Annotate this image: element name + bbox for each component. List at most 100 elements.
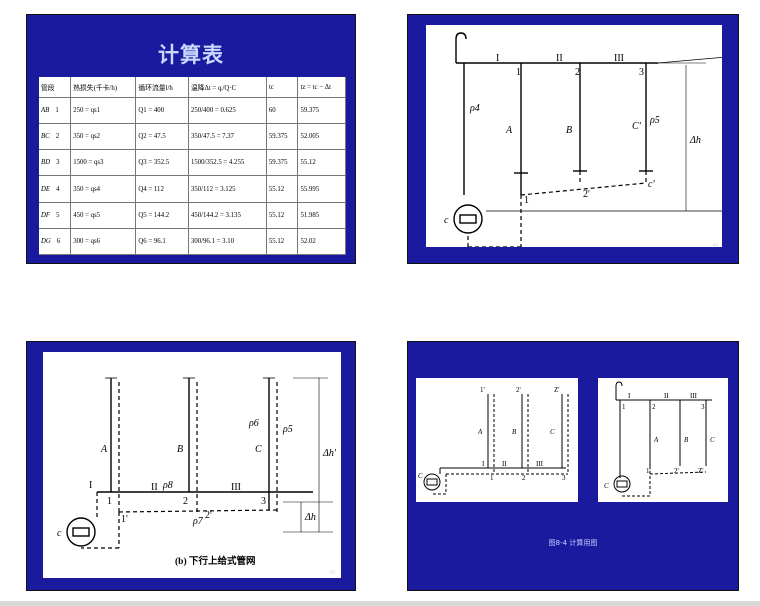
cell-tz: 59.375: [297, 97, 346, 125]
node-1: 1: [516, 67, 521, 78]
segment-number: 5: [56, 211, 60, 219]
segment-number: 1: [55, 107, 59, 115]
figure-caption: 图8-4 计算用图: [548, 539, 598, 547]
cell-temp-drop: 1500/352.5 = 4.255: [188, 149, 267, 177]
label-II: II: [556, 53, 563, 64]
slide-calculation-table[interactable]: 计算表 管段 热损失(千卡/h) 循环流量l/h 温降Δt = qᵢ/Q·C t…: [26, 14, 356, 264]
top-node-1: 1': [480, 386, 485, 394]
label-III: III: [536, 460, 544, 468]
segment-code: BC: [41, 133, 50, 141]
label-I: I: [482, 460, 485, 468]
node-2: 2: [652, 403, 656, 411]
riser-C: C: [550, 428, 555, 436]
bottom-node-1: 1': [121, 514, 128, 525]
slide-title: 计算表: [158, 43, 224, 67]
bottom-node-2: 2': [583, 189, 590, 200]
cell-flow: Q5 = 144.2: [135, 202, 189, 229]
segment-code: DF: [41, 211, 51, 219]
cell-heat-loss: 300 = qs6: [70, 228, 137, 256]
left-figure-panel: 1' 2' Z' A B C I II III 1 2 3 C: [416, 378, 578, 502]
bottom-node-1: 1: [524, 195, 529, 206]
cell-flow: Q2 = 47.5: [135, 123, 189, 151]
label-III: III: [231, 482, 241, 493]
label-II: II: [664, 392, 669, 400]
label-p5: ρ5: [649, 115, 660, 126]
boiler-label: C: [418, 472, 423, 480]
cell-tz: 51.985: [297, 202, 346, 229]
segment-code: DE: [41, 185, 51, 193]
boiler-label: c: [57, 528, 62, 539]
slide-pipe-network-lower[interactable]: A B C ρ6 ρ5 ρ8 ρ7 I II III 1 2 3 1' 2' Δ…: [26, 341, 356, 591]
segment-number: 4: [56, 185, 60, 193]
cell-tz: 52.005: [297, 123, 346, 151]
bottom-node-1: 1': [646, 467, 651, 475]
bottom-node-c: c': [648, 179, 655, 190]
slide-calculation-figures[interactable]: 1' 2' Z' A B C I II III 1 2 3 C: [407, 341, 739, 591]
cell-temp-drop: 250/400 = 0.625: [188, 97, 267, 125]
page-number: 44: [712, 243, 718, 249]
cell-temp-drop: 450/144.2 = 3.135: [188, 202, 267, 229]
riser-B: B: [177, 444, 183, 455]
cell-tc: 59.375: [266, 123, 299, 151]
header-flow: 循环流量l/h: [135, 77, 189, 98]
label-III: III: [614, 53, 624, 64]
label-I: I: [628, 392, 631, 400]
node-3: 3: [562, 474, 566, 482]
cell-temp-drop: 350/47.5 = 7.37: [188, 123, 267, 151]
node-1: 1: [490, 474, 494, 482]
label-II: II: [502, 460, 507, 468]
header-tc: tc: [266, 77, 299, 98]
cell-heat-loss: 450 = qs5: [70, 202, 137, 229]
segment-number: 3: [56, 159, 60, 167]
label-p6: ρ6: [248, 418, 259, 429]
table-header-row: 管段 热损失(千卡/h) 循环流量l/h 温降Δt = qᵢ/Q·C tc tz…: [39, 77, 346, 98]
cell-flow: Q6 = 96.1: [135, 228, 189, 256]
cell-tz: 55.12: [297, 149, 346, 177]
node-3: 3: [701, 403, 705, 411]
diagram-caption: (b) 下行上给式管网: [175, 555, 256, 567]
cell-tz: 52.02: [297, 228, 346, 256]
bottom-scrollbar[interactable]: [0, 601, 760, 606]
riser-B: B: [566, 125, 572, 136]
node-2: 2: [522, 474, 526, 482]
right-figure-panel: I II III 1 2 3 A B C 1' 2' Z' C: [598, 378, 728, 502]
label-I: I: [89, 480, 92, 491]
node-1: 1: [622, 403, 626, 411]
label-p4: ρ4: [469, 103, 480, 114]
label-p5: ρ5: [282, 424, 293, 435]
cell-tc: 59.375: [266, 149, 299, 177]
segment-code: AB: [41, 107, 50, 115]
riser-A: A: [477, 428, 483, 436]
cell-flow: Q1 = 400: [135, 97, 189, 125]
cell-heat-loss: 1500 = qs3: [70, 149, 137, 177]
boiler-label: C: [604, 482, 609, 490]
cell-flow: Q4 = 112: [135, 175, 189, 203]
label-II: II: [151, 482, 158, 493]
cell-heat-loss: 350 = qs4: [70, 175, 137, 203]
cell-tz: 55.995: [297, 175, 346, 203]
node-2: 2: [183, 496, 188, 507]
node-3: 3: [261, 496, 266, 507]
node-1: 1: [107, 496, 112, 507]
right-pipe-diagram: I II III 1 2 3 A B C 1' 2' Z' C: [604, 381, 715, 497]
cell-segment: AB 1: [39, 97, 72, 125]
cell-heat-loss: 250 = qs1: [70, 97, 137, 125]
header-segment: 管段: [39, 77, 72, 98]
boiler-label: c: [444, 215, 449, 226]
cell-tc: 55.12: [266, 175, 299, 203]
cell-tc: 55.12: [266, 202, 299, 229]
cell-temp-drop: 300/96.1 = 3.10: [188, 228, 267, 256]
label-p8: ρ8: [162, 480, 173, 491]
header-tz: tz = tc − Δt: [297, 77, 346, 98]
header-heat-loss: 热损失(千卡/h): [70, 77, 137, 98]
slide-pipe-network-upper[interactable]: I II III 1 2 3 A B C' ρ4 ρ5 Δh 1 2' c' c…: [407, 14, 739, 264]
cell-tc: 60: [266, 97, 299, 125]
riser-A: A: [505, 125, 513, 136]
top-node-2: 2': [516, 386, 521, 394]
top-node-3: Z': [554, 386, 560, 394]
